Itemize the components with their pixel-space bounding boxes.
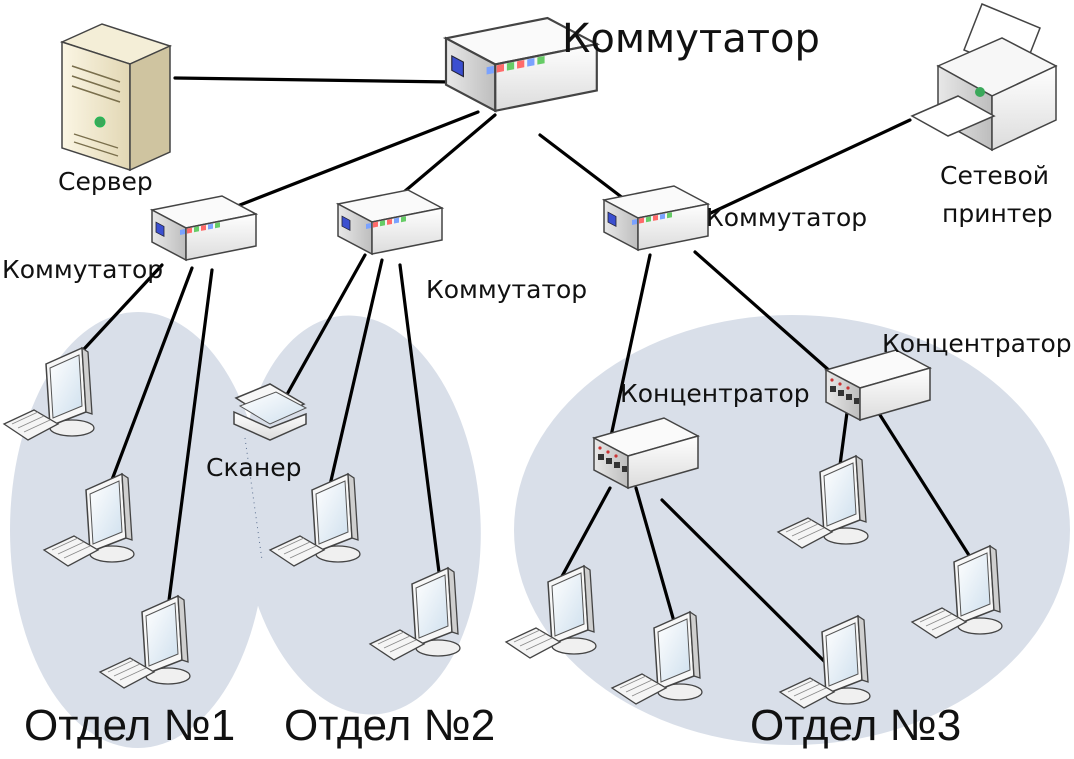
workstation-icon[interactable] (3, 347, 95, 441)
department-2-label: Отдел №2 (284, 701, 495, 750)
hub-right-label: Концентратор (882, 329, 1072, 358)
switch-mid-label: Коммутатор (426, 275, 587, 304)
scanner-dotted-link (244, 437, 263, 561)
network-printer-icon[interactable] (910, 3, 1058, 152)
printer-label-line2: принтер (942, 199, 1053, 228)
department-3-label: Отдел №3 (750, 701, 961, 750)
switch-mid-icon[interactable] (337, 189, 443, 255)
switch-left-icon[interactable] (151, 195, 257, 261)
flatbed-scanner-icon[interactable] (233, 383, 308, 441)
switch-left-label: Коммутатор (2, 255, 163, 284)
server-tower-icon[interactable] (59, 23, 173, 172)
switch-right-label: Коммутатор (706, 203, 867, 232)
department-1-label: Отдел №1 (24, 701, 235, 750)
department-area-2 (239, 315, 481, 715)
main-switch-label: Коммутатор (562, 16, 820, 62)
network-links (70, 76, 974, 667)
printer-label-line1: Сетевой (940, 161, 1049, 190)
scanner-label: Сканер (206, 453, 301, 482)
hub-left-label: Концентратор (620, 379, 810, 408)
server-label: Сервер (58, 167, 153, 196)
